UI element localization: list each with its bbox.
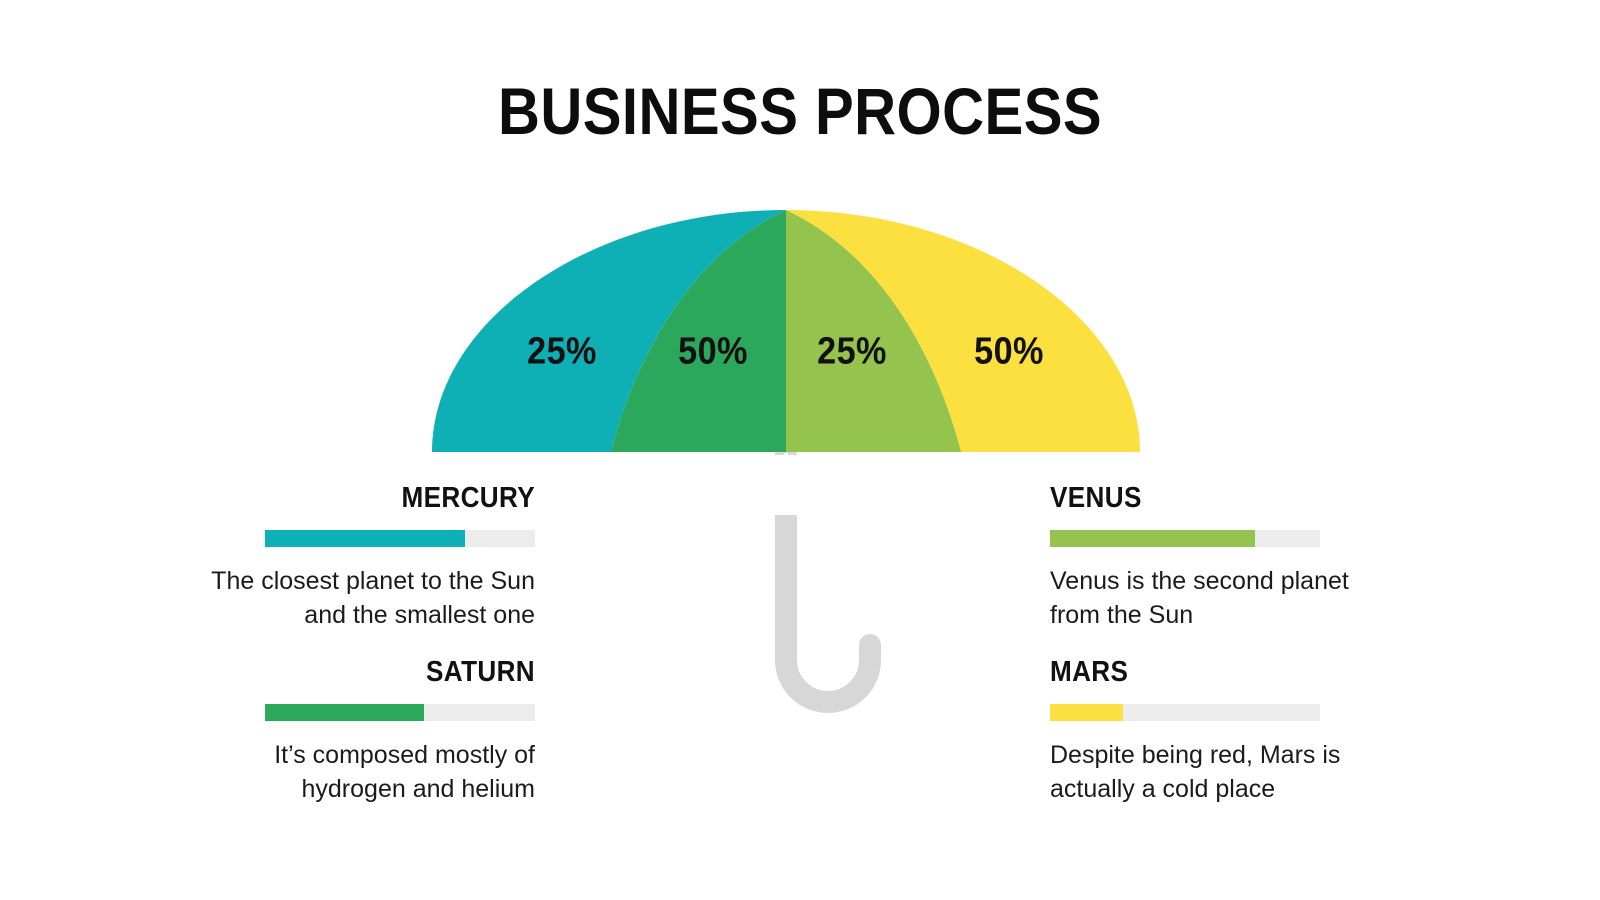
- umbrella-handle-icon: [775, 444, 881, 713]
- info-title-mars: MARS: [1050, 656, 1129, 688]
- info-title-saturn: SATURN: [426, 656, 535, 688]
- canopy-percent-green: 50%: [678, 330, 748, 373]
- info-description-mars: Despite being red, Mars is actually a co…: [1050, 741, 1341, 803]
- page-title: BUSINESS PROCESS: [497, 74, 1103, 148]
- umbrella-canopy: [380, 210, 1180, 515]
- progress-track-venus: [1050, 530, 1320, 547]
- progress-track-saturn: [265, 704, 535, 721]
- progress-track-mercury: [265, 530, 535, 547]
- info-block-saturn: SATURN It’s composed mostly of hydrogen …: [183, 658, 535, 806]
- progress-track-mars: [1050, 704, 1320, 721]
- info-description-mercury: The closest planet to the Sun and the sm…: [211, 567, 535, 629]
- info-block-venus: VENUS Venus is the second planet from th…: [1050, 484, 1402, 632]
- info-title-mercury: MERCURY: [401, 482, 535, 514]
- info-description-venus: Venus is the second planet from the Sun: [1050, 567, 1349, 629]
- progress-fill-mercury: [265, 530, 465, 547]
- progress-fill-venus: [1050, 530, 1256, 547]
- info-description-saturn: It’s composed mostly of hydrogen and hel…: [274, 741, 535, 803]
- progress-fill-mars: [1050, 704, 1123, 721]
- progress-fill-saturn: [265, 704, 425, 721]
- info-block-mars: MARS Despite being red, Mars is actually…: [1050, 658, 1402, 806]
- canopy-percent-light-green: 25%: [817, 330, 887, 373]
- canopy-percent-yellow: 50%: [974, 330, 1044, 373]
- canopy-percent-teal: 25%: [527, 330, 597, 373]
- info-title-venus: VENUS: [1050, 482, 1142, 514]
- info-block-mercury: MERCURY The closest planet to the Sun an…: [183, 484, 535, 632]
